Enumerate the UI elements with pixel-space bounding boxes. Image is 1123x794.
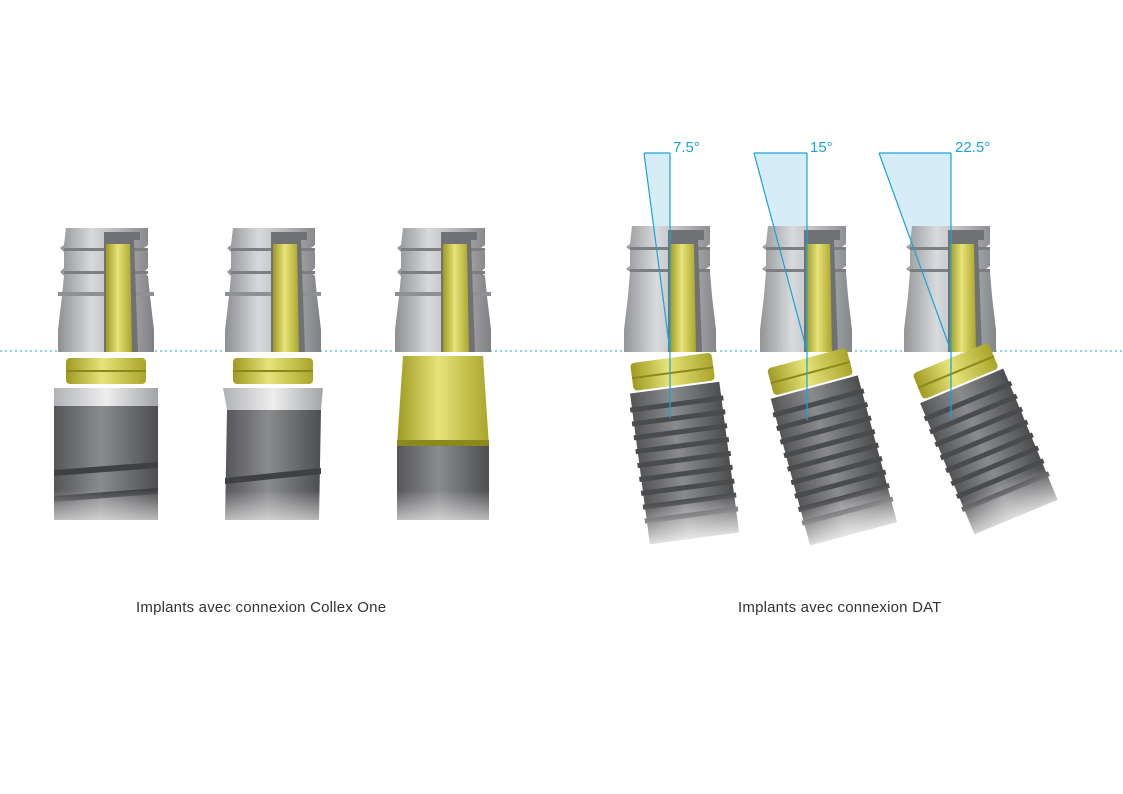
collex-implant-2: [217, 228, 333, 540]
dat-implant-1: [624, 226, 751, 556]
angle-guides: [643, 152, 952, 420]
dat-implant-2: [760, 226, 910, 558]
angle-label-7-5: 7.5°: [673, 139, 700, 156]
angle-label-15: 15°: [810, 139, 833, 156]
caption-dat: Implants avec connexion DAT: [738, 599, 942, 616]
dat-implant-3: [904, 226, 1073, 552]
caption-collex-one: Implants avec connexion Collex One: [136, 599, 387, 616]
collex-implant-1: [50, 228, 166, 540]
collex-implant-3: [387, 228, 503, 540]
angle-label-22-5: 22.5°: [955, 139, 990, 156]
